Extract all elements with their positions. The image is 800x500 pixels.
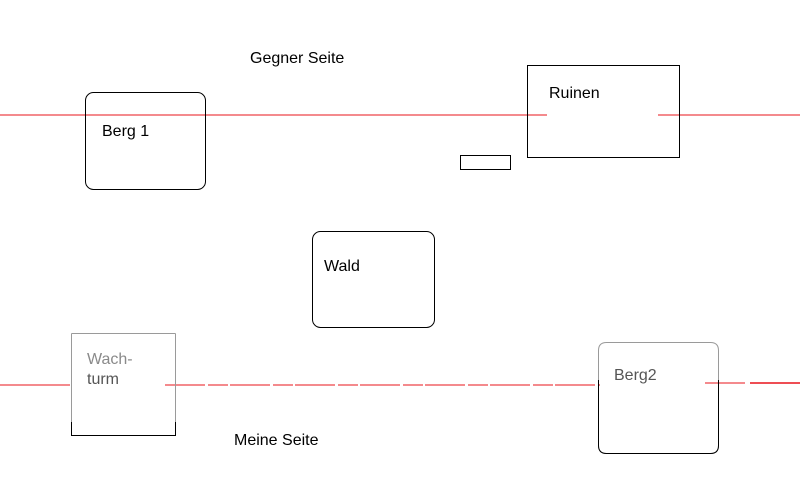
enemy-side-label: Gegner Seite bbox=[250, 50, 345, 67]
small-marker-box bbox=[460, 155, 511, 170]
berg2-label: Berg2 bbox=[614, 367, 657, 384]
berg2-box bbox=[598, 342, 719, 454]
wachturm-box bbox=[71, 333, 176, 436]
ruinen-label: Ruinen bbox=[549, 85, 600, 102]
wachturm-label-line2: turm bbox=[87, 371, 119, 388]
berg1-box bbox=[85, 92, 206, 190]
wald-label: Wald bbox=[324, 258, 360, 275]
ruinen-box bbox=[527, 65, 680, 158]
wachturm-label-line1: Wach- bbox=[87, 351, 133, 368]
berg1-label: Berg 1 bbox=[102, 123, 150, 140]
wald-box bbox=[312, 231, 435, 328]
my-side-label: Meine Seite bbox=[234, 432, 319, 449]
